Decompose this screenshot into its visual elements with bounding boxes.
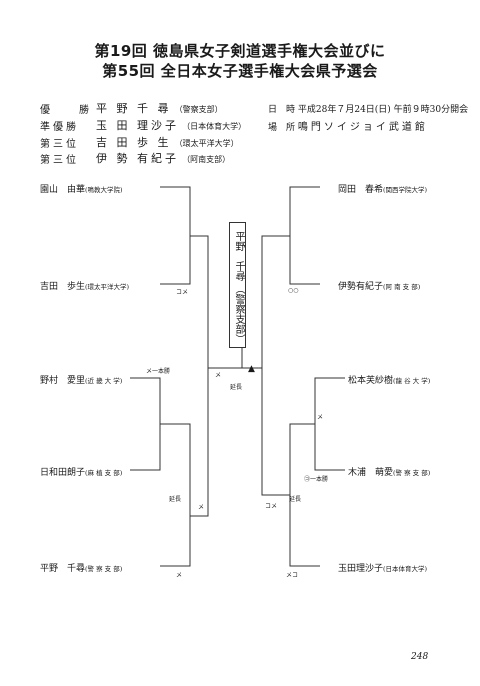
result-label: 優 勝 <box>40 105 92 116</box>
score-mark: コメ <box>176 289 189 296</box>
result-label: 第三位 <box>40 155 79 166</box>
player-right-3: 松本芙紗樹(龍 谷 大 学) <box>348 376 431 386</box>
result-runnerup: 準優勝 <box>40 118 79 133</box>
score-mark: メ <box>198 504 205 511</box>
score-mark: メ <box>317 414 324 421</box>
score-mark: コメ <box>265 503 278 510</box>
result-winner: 優 勝 <box>40 101 92 116</box>
bracket-line <box>289 186 320 285</box>
bracket-line <box>261 235 290 368</box>
champion-box: 平野 千尋 （警察支部） <box>229 222 246 348</box>
player-right-4: 木浦 萌愛(警 察 支 部) <box>348 468 431 478</box>
bracket-line <box>160 516 191 567</box>
player-left-5: 平野 千尋(警 察 支 部) <box>40 564 123 574</box>
bracket-line <box>160 423 191 516</box>
score-mark: メ <box>176 572 183 579</box>
bracket-line <box>314 377 345 471</box>
result-winner-name: 平 野 千 尋 （警察支部） <box>96 102 223 115</box>
bracket-line <box>160 186 191 285</box>
event-date: 日 時 平成28年７月24日(日) 午前９時30分開会 <box>268 105 469 115</box>
player-left-1: 園山 由華(鳴教大学院) <box>40 185 123 195</box>
bracket-line <box>130 377 161 471</box>
score-note-extension: 延長 <box>289 496 302 503</box>
page-number: 248 <box>411 652 429 662</box>
result-third-1-name: 吉 田 歩 生 （環太平洋大学） <box>96 136 239 149</box>
player-left-4: 日和田朗子(麻 植 支 部) <box>40 468 123 478</box>
player-left-2: 吉田 歩生(環太平洋大学) <box>40 282 130 292</box>
score-mark: ○○ <box>288 287 299 294</box>
final-winner-mark: ▲ <box>248 364 255 374</box>
result-third-2-name: 伊 勢 有紀子 （阿南支部） <box>96 152 231 165</box>
score-mark: ㋙一本勝 <box>304 476 329 483</box>
bracket-line <box>190 368 209 517</box>
result-runnerup-name: 玉 田 理沙子 （日本体育大学） <box>96 119 247 132</box>
result-third-1: 第三位 <box>40 135 79 150</box>
score-mark: メ一本勝 <box>146 368 171 375</box>
title-line-1: 第19回 徳島県女子剣道選手権大会並びに <box>94 42 386 60</box>
champion-affiliation: （警察支部） <box>233 284 244 345</box>
bracket-line <box>261 368 290 496</box>
player-right-5: 玉田理沙子(日本体育大学) <box>338 564 428 574</box>
event-venue: 場 所 鳴門ソイジョイ武道館 <box>268 122 428 133</box>
result-label: 準優勝 <box>40 122 79 133</box>
score-mark: メコ <box>286 572 299 579</box>
score-mark: メ <box>215 372 222 379</box>
score-note-extension: 延長 <box>169 496 182 503</box>
result-label: 第三位 <box>40 139 79 150</box>
score-note-extension: 延長 <box>230 384 243 391</box>
player-right-2: 伊勢有紀子(阿 南 支 部) <box>338 282 421 292</box>
player-left-3: 野村 愛里(近 畿 大 学) <box>40 376 123 386</box>
bracket-line <box>190 235 209 368</box>
result-third-2: 第三位 <box>40 151 79 166</box>
title-line-2: 第55回 全日本女子選手権大会県予選会 <box>102 62 378 80</box>
player-right-1: 岡田 春希(関西学院大学) <box>338 185 428 195</box>
champion-name: 平野 千尋 <box>233 231 244 282</box>
